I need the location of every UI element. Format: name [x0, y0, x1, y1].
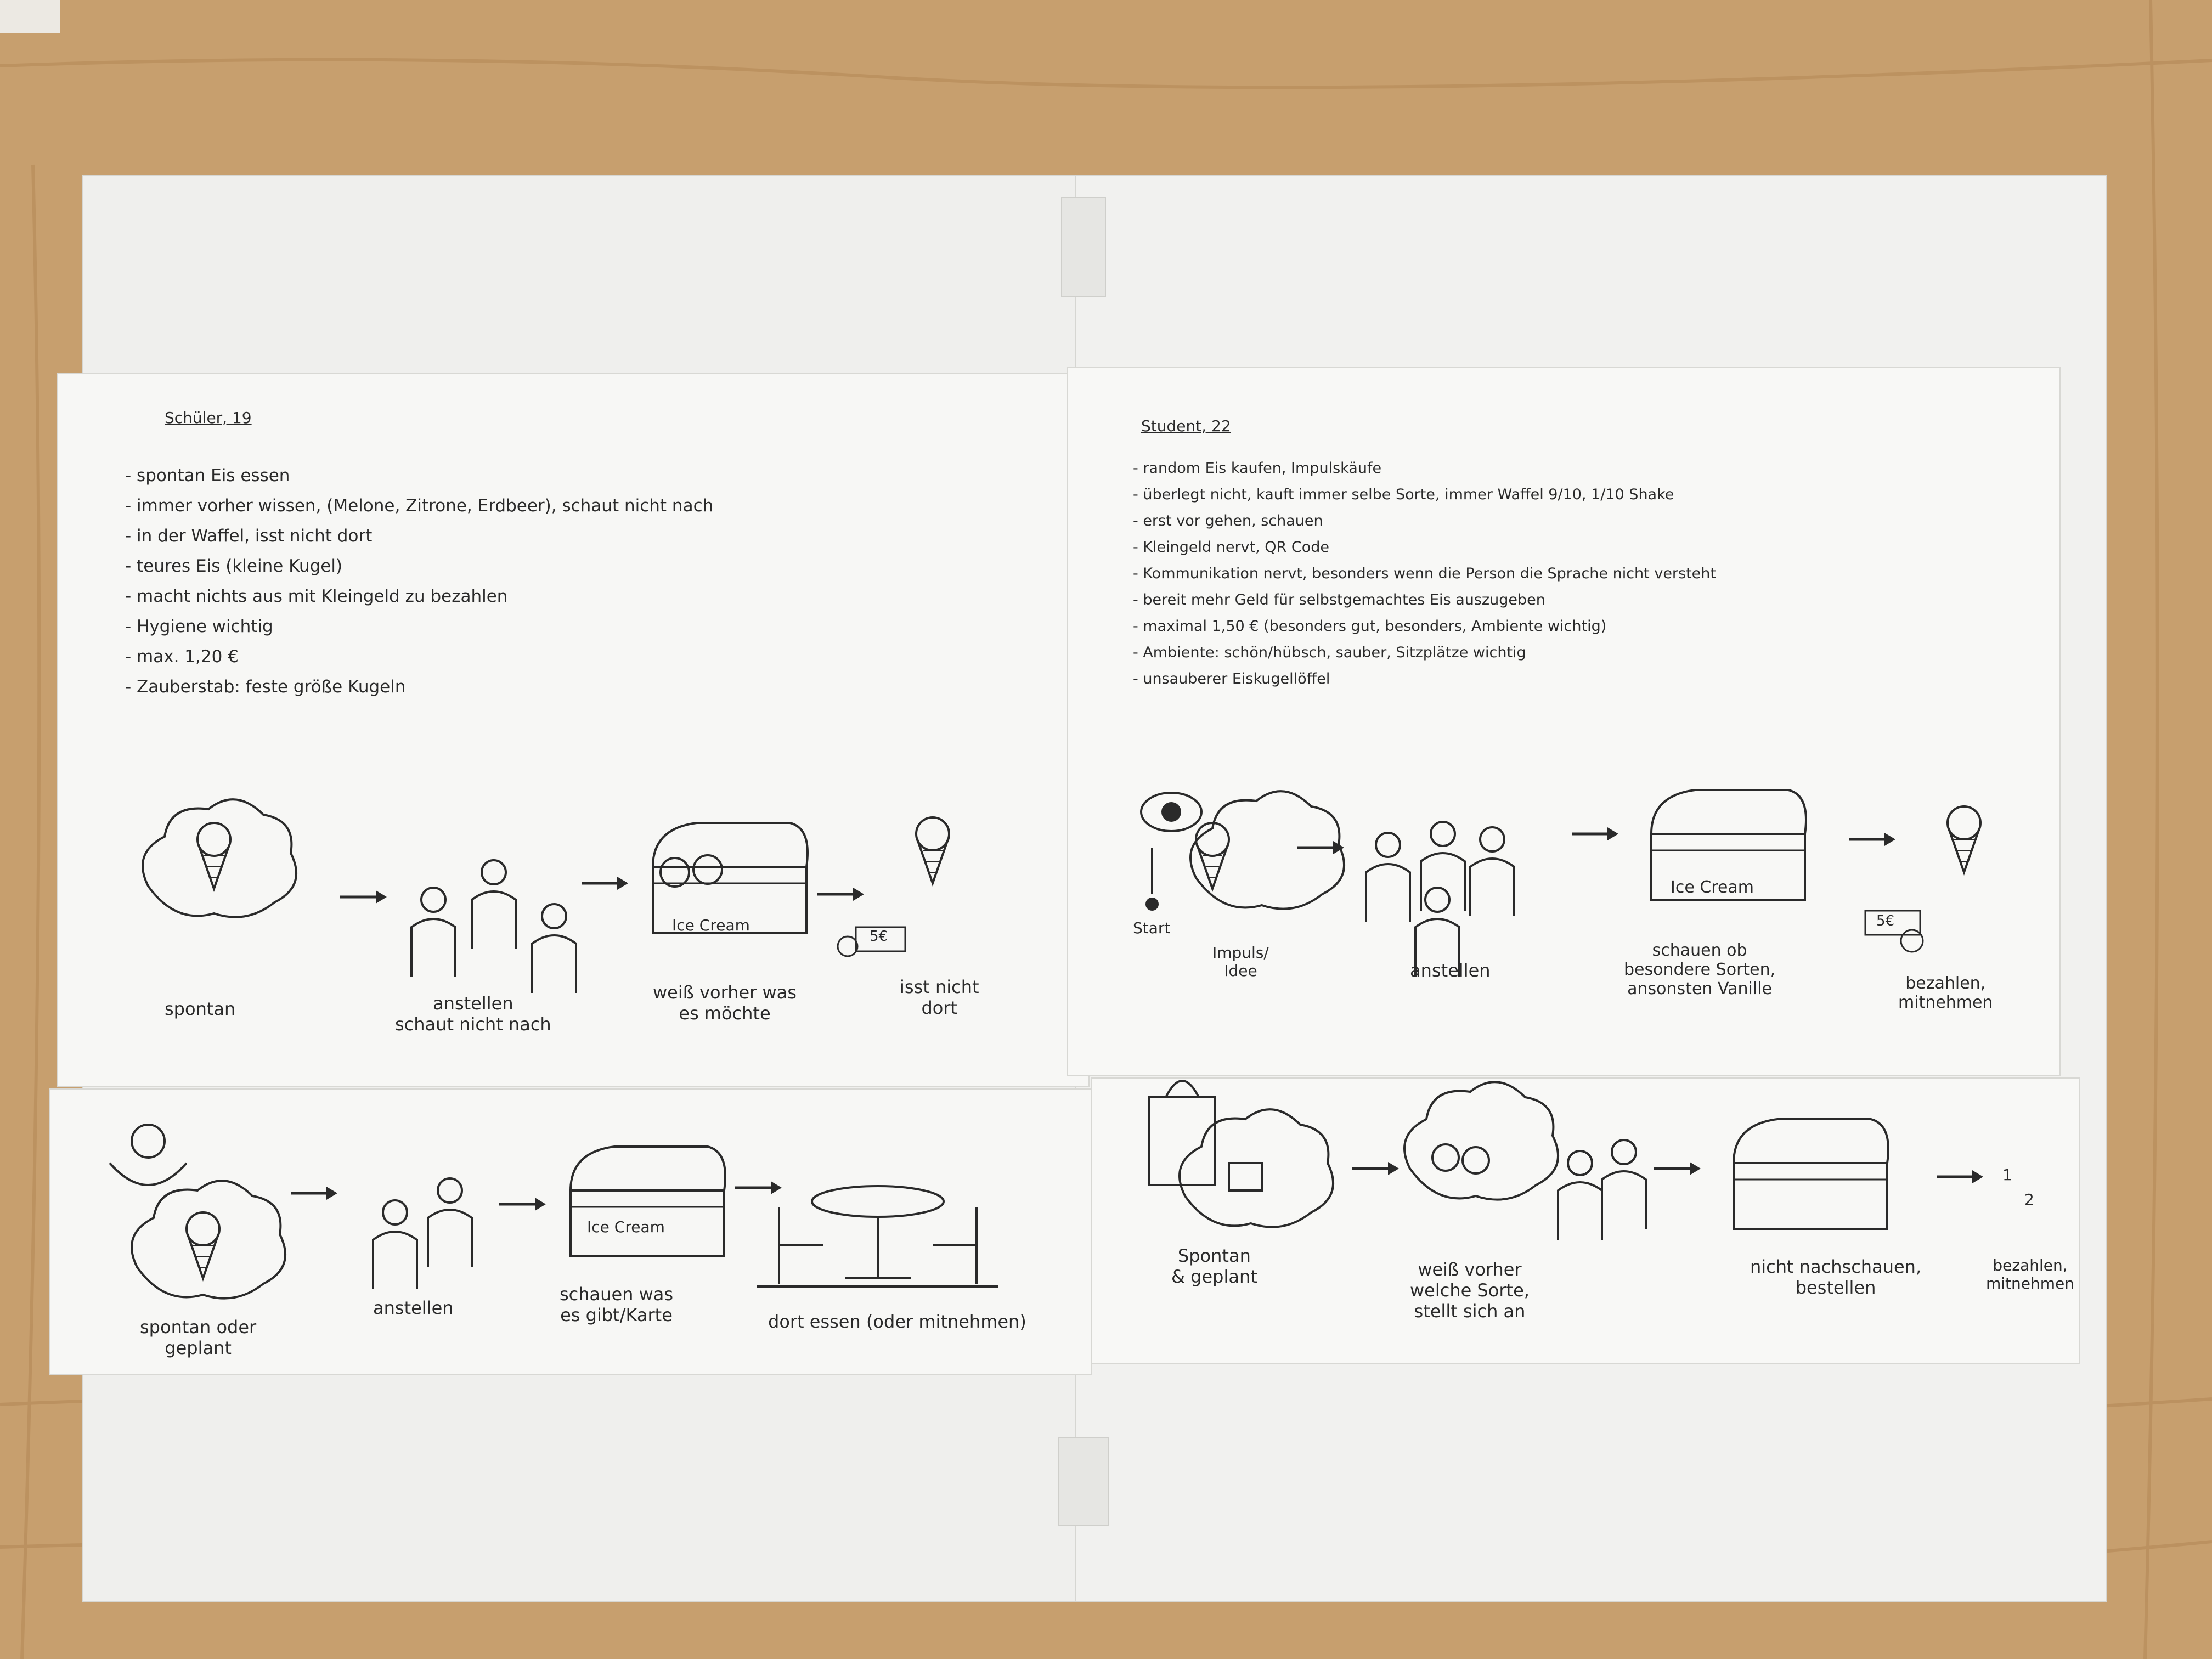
persona-2-notes: - random Eis kaufen, Impulskäufe - überl…	[1133, 455, 1716, 692]
journey-2-caption: Start	[1133, 919, 1171, 937]
note-item: - Zauberstab: feste größe Kugeln	[125, 677, 406, 697]
sheet-journey-4	[1091, 1077, 2080, 1364]
note-item: - Kommunikation nervt, besonders wenn di…	[1133, 565, 1716, 582]
sheet-persona-1	[57, 373, 1090, 1087]
journey-4-caption: nicht nachschauen, bestellen	[1750, 1256, 1922, 1298]
sketch-label-ice-cream: Ice Cream	[1671, 878, 1754, 897]
persona-2-title: Student, 22	[1141, 417, 1231, 435]
journey-4-sketches	[1148, 1080, 1983, 1241]
note-item: - macht nichts aus mit Kleingeld zu beza…	[125, 586, 508, 606]
note-item: - überlegt nicht, kauft immer selbe Sort…	[1133, 486, 1674, 503]
journey-2-caption: Impuls/ Idee	[1212, 944, 1269, 980]
note-item: - random Eis kaufen, Impulskäufe	[1133, 460, 1382, 477]
note-item: - Hygiene wichtig	[125, 617, 273, 636]
note-item: - erst vor gehen, schauen	[1133, 512, 1323, 529]
journey-2-caption: anstellen	[1410, 960, 1491, 981]
note-item: - max. 1,20 €	[125, 647, 239, 667]
journey-3-caption: schauen was es gibt/Karte	[560, 1284, 674, 1325]
coin-label: 2	[2024, 1190, 2034, 1209]
note-item: - spontan Eis essen	[125, 466, 290, 486]
journey-1-caption: weiß vorher was es möchte	[653, 982, 797, 1024]
journey-1-sketches	[142, 798, 950, 994]
coin-label: 1	[2002, 1166, 2012, 1184]
journey-3-caption: spontan oder geplant	[140, 1317, 257, 1358]
note-item: - Kleingeld nervt, QR Code	[1133, 539, 1330, 556]
journey-1-caption: isst nicht dort	[900, 977, 979, 1018]
note-item: - Ambiente: schön/hübsch, sauber, Sitzpl…	[1133, 644, 1526, 661]
sketch-label-ice-cream: Ice Cream	[672, 916, 750, 934]
white-object-corner	[0, 0, 60, 33]
sketch-label-ice-cream: Ice Cream	[587, 1218, 665, 1236]
sketch-label-price: 5€	[1876, 913, 1895, 929]
sheet-persona-2	[1066, 367, 2061, 1076]
note-item: - maximal 1,50 € (besonders gut, besonde…	[1133, 618, 1607, 635]
journey-4-caption: bezahlen, mitnehmen	[1986, 1256, 2074, 1293]
persona-1-title: Schüler, 19	[165, 409, 252, 427]
journey-2-caption: schauen ob besondere Sorten, ansonsten V…	[1624, 941, 1776, 998]
tape-strip-top	[1061, 197, 1106, 297]
note-item: - immer vorher wissen, (Melone, Zitrone,…	[125, 496, 714, 516]
journey-1-caption: anstellen schaut nicht nach	[395, 993, 551, 1035]
journey-3-sketches	[109, 1124, 998, 1300]
note-item: - bereit mehr Geld für selbstgemachtes E…	[1133, 591, 1545, 608]
journey-2-caption: bezahlen, mitnehmen	[1898, 974, 1993, 1012]
journey-3-caption: anstellen	[373, 1297, 454, 1318]
note-item: - teures Eis (kleine Kugel)	[125, 556, 343, 576]
persona-1-notes: - spontan Eis essen - immer vorher wisse…	[125, 461, 713, 702]
tape-strip-bottom	[1058, 1437, 1109, 1526]
note-item: - unsauberer Eiskugellöffel	[1133, 670, 1330, 687]
sketch-label-price: 5€	[870, 928, 888, 945]
note-item: - in der Waffel, isst nicht dort	[125, 526, 373, 546]
journey-3-caption: dort essen (oder mitnehmen)	[768, 1311, 1026, 1332]
journey-1-caption: spontan	[165, 998, 236, 1019]
journey-4-caption: Spontan & geplant	[1171, 1245, 1257, 1287]
journey-4-caption: weiß vorher welche Sorte, stellt sich an	[1410, 1259, 1530, 1322]
journey-2-sketches	[1140, 789, 1982, 978]
